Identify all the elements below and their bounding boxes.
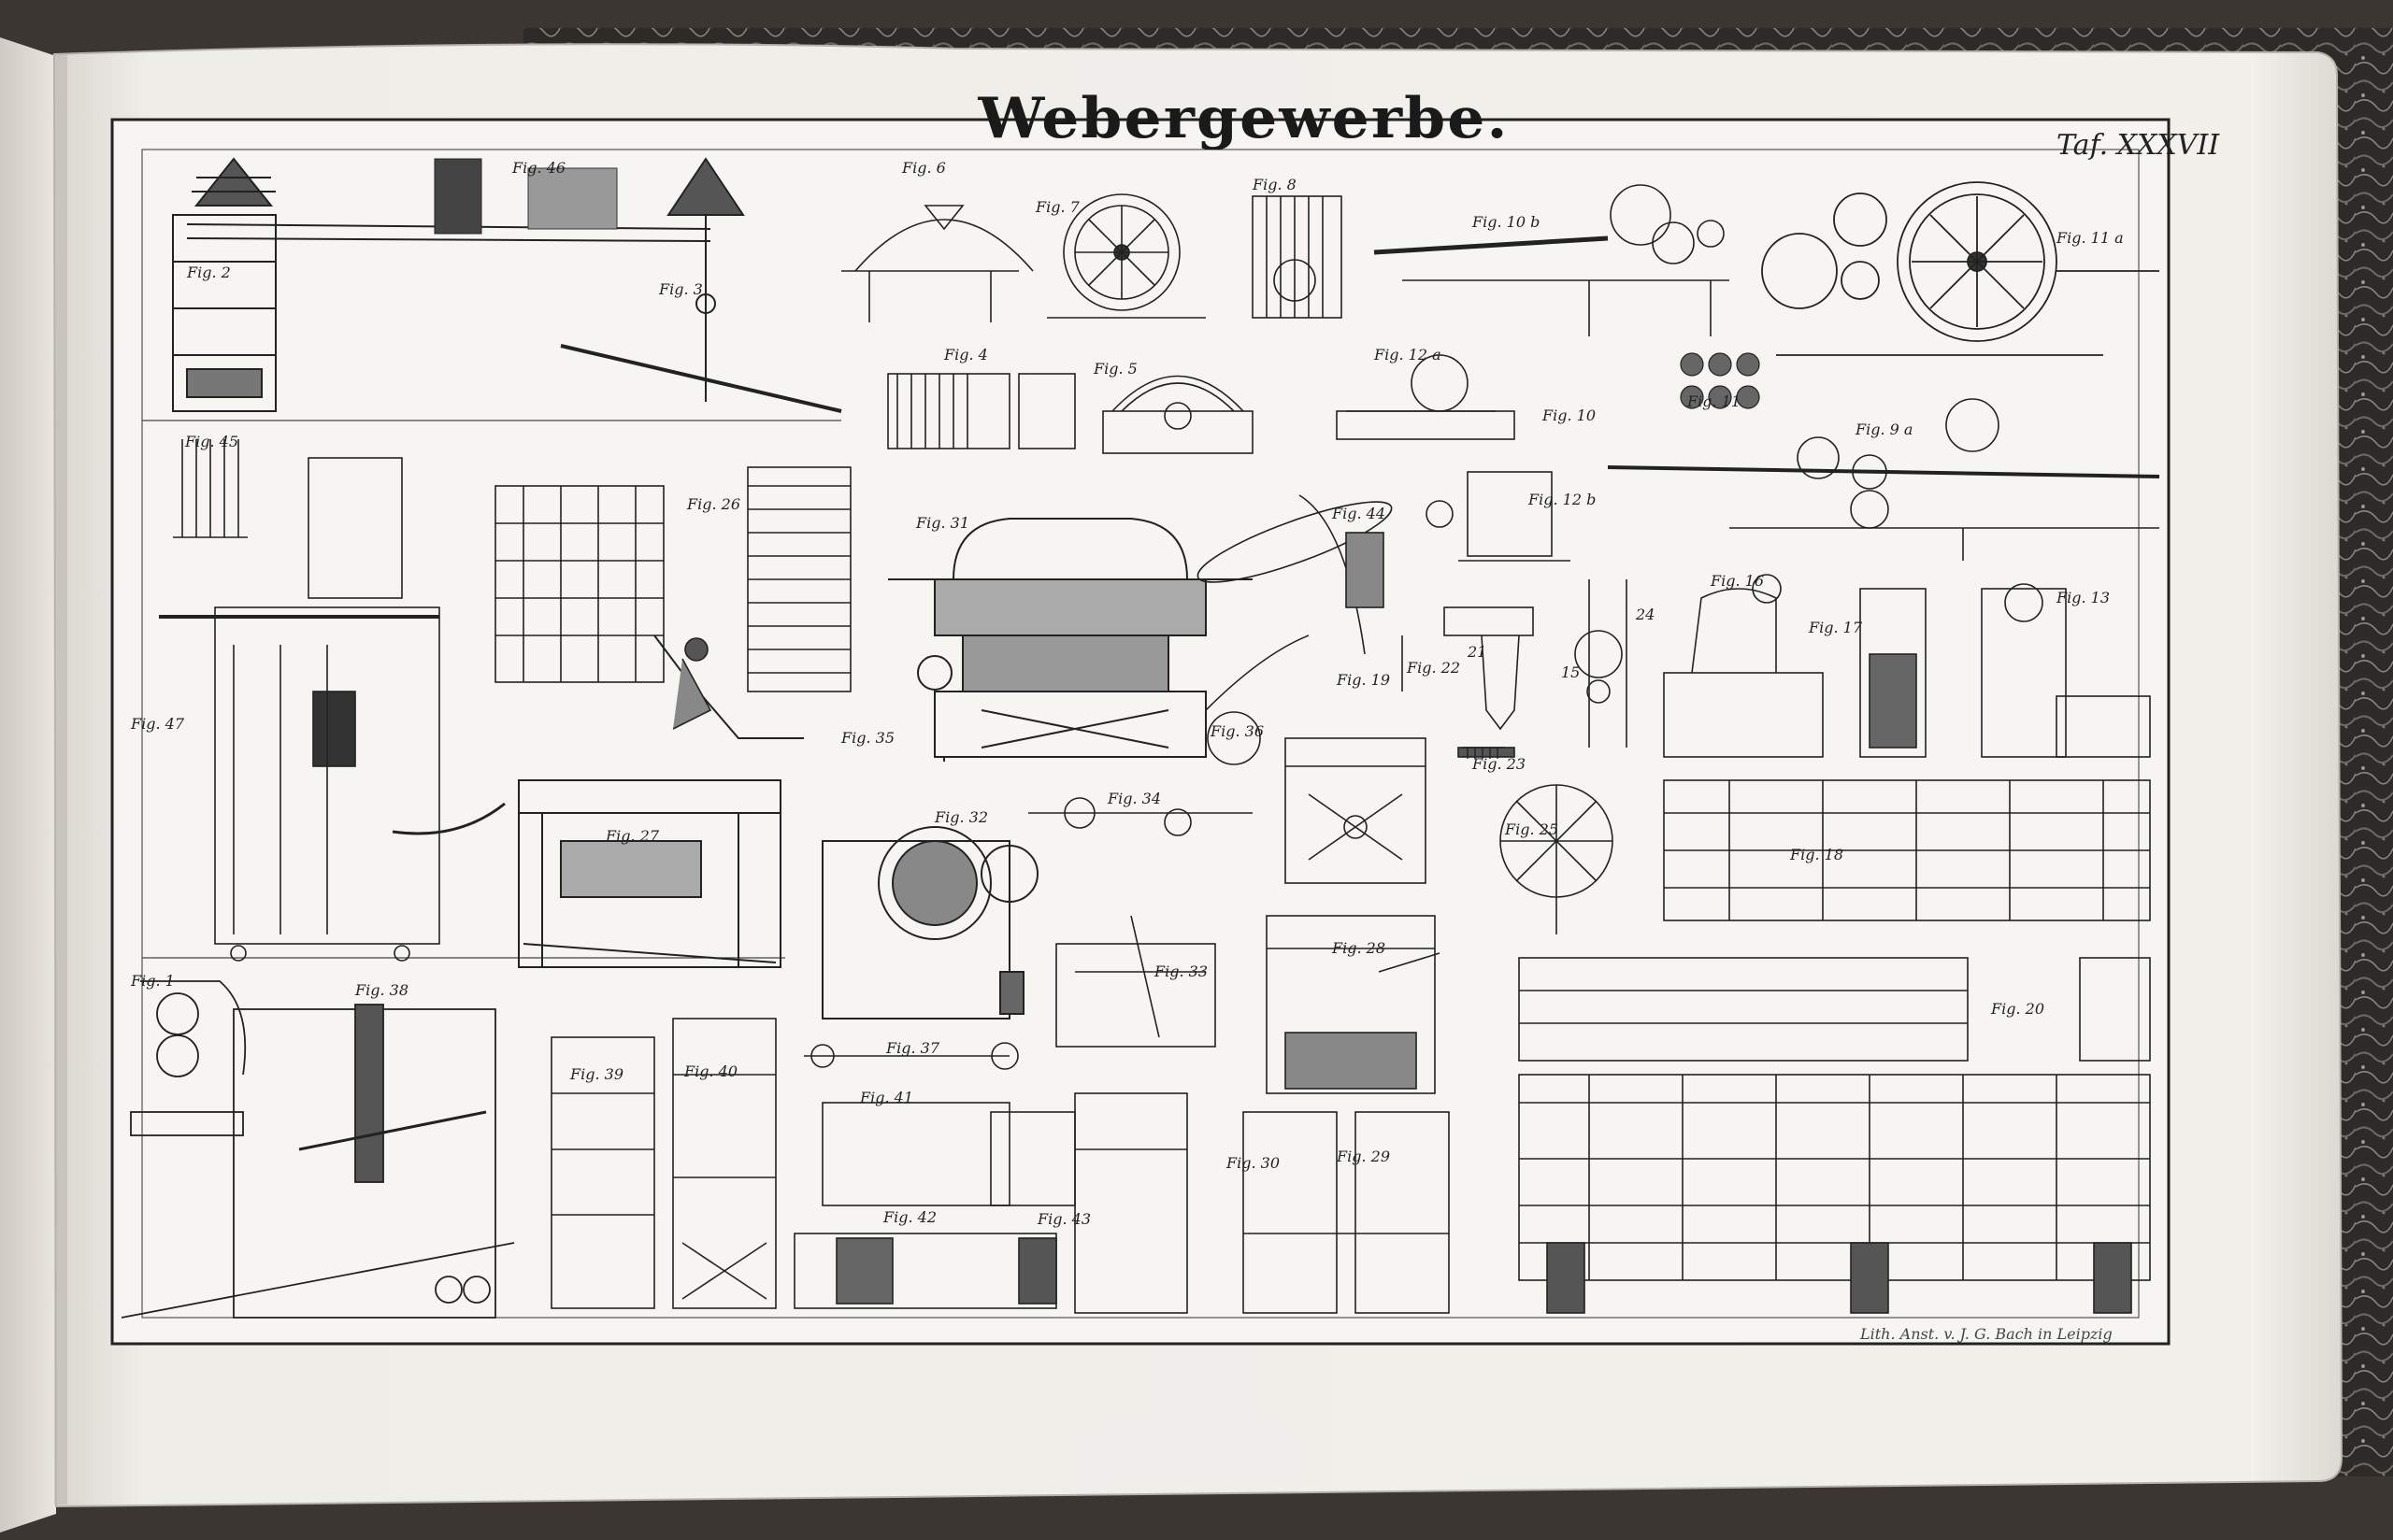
fig-39-label: Fig. 39 xyxy=(570,1065,623,1083)
fig-10-label: Fig. 10 xyxy=(1542,406,1596,424)
fig-42-label: Fig. 42 xyxy=(883,1208,937,1226)
fig-23-label: Fig. 23 xyxy=(1472,755,1526,773)
fig-8-label: Fig. 8 xyxy=(1253,176,1297,193)
fig-29-label: Fig. 29 xyxy=(1337,1148,1390,1165)
fig-8-frame xyxy=(1252,195,1342,319)
fig-38-label: Fig. 38 xyxy=(355,981,408,999)
fig-6-hopper xyxy=(841,205,1034,322)
fig-45-frame xyxy=(173,439,248,538)
fig-31-loom xyxy=(888,518,1253,762)
fig-37-shaft xyxy=(804,1042,1019,1070)
fig-24-label: 24 xyxy=(1636,606,1655,623)
plate-imprint: Lith. Anst. v. J. G. Bach in Leipzig xyxy=(1860,1325,2113,1343)
fig-28-label: Fig. 28 xyxy=(1332,939,1385,957)
fig-25-reel xyxy=(1499,784,1613,934)
fig-15-label: 15 xyxy=(1561,663,1581,681)
fig-39-40-looms xyxy=(551,1018,777,1309)
fig-41-label: Fig. 41 xyxy=(860,1089,913,1106)
fig-13-label: Fig. 13 xyxy=(2056,589,2110,606)
fig-33-loom xyxy=(1055,915,1216,1048)
fig-16-label: Fig. 16 xyxy=(1711,572,1764,590)
fig-2-label: Fig. 2 xyxy=(187,264,231,281)
fig-9a-label: Fig. 9 a xyxy=(1856,421,1913,438)
fig-34-shaft xyxy=(1028,797,1253,836)
fig-46-label: Fig. 46 xyxy=(512,159,566,177)
fig-36-label: Fig. 36 xyxy=(1211,722,1264,740)
fig-33-label: Fig. 33 xyxy=(1154,962,1208,980)
fig-47-label: Fig. 47 xyxy=(131,715,184,733)
fig-1-label: Fig. 1 xyxy=(131,972,175,990)
fig-5-drum xyxy=(1102,375,1254,454)
fig-10b-label: Fig. 10 b xyxy=(1472,213,1540,231)
fig-18-label: Fig. 18 xyxy=(1790,846,1843,863)
fig-10-11-rollers xyxy=(1680,352,1760,409)
fig-31-label: Fig. 31 xyxy=(916,514,969,532)
fig-7-label: Fig. 7 xyxy=(1036,198,1080,216)
fig-45-label: Fig. 45 xyxy=(185,433,238,450)
fig-47-loom xyxy=(159,457,506,962)
fig-11-label: Fig. 11 xyxy=(1687,392,1741,410)
fig-3-tower xyxy=(560,157,842,413)
plate-frame xyxy=(110,118,2171,1346)
fig-19-label: Fig. 19 xyxy=(1337,671,1390,689)
fig-44-label: Fig. 44 xyxy=(1332,505,1385,522)
fig-21-label: 21 xyxy=(1468,643,1487,661)
gutter-shadow xyxy=(54,54,67,1504)
fig-23-comb xyxy=(1463,747,1505,759)
fig-12b-machine xyxy=(1426,471,1570,562)
plate-inner-frame xyxy=(141,149,2140,1319)
fig-11a-label: Fig. 11 a xyxy=(2056,229,2124,247)
fig-37-label: Fig. 37 xyxy=(886,1039,939,1057)
fig-30-29-looms xyxy=(1074,1092,1450,1314)
fig-12a-label: Fig. 12 a xyxy=(1374,346,1441,364)
fig-24-15-parts xyxy=(1574,579,1627,748)
fig-10b-machine xyxy=(1373,184,1729,336)
fig-1-rollers xyxy=(130,980,247,1136)
fig-20-label: Fig. 20 xyxy=(1991,1000,2044,1018)
fig-4-label: Fig. 4 xyxy=(944,346,988,364)
fig-6-label: Fig. 6 xyxy=(902,159,946,177)
fig-25-label: Fig. 25 xyxy=(1505,820,1558,838)
fig-3-label: Fig. 3 xyxy=(659,280,703,298)
fig-19-machine xyxy=(1284,737,1426,884)
fig-17-label: Fig. 17 xyxy=(1809,619,1862,636)
fig-34-label: Fig. 34 xyxy=(1108,790,1161,807)
fig-18-machine xyxy=(1663,779,2151,921)
fig-32-machine xyxy=(822,826,1039,1020)
fig-26-label: Fig. 26 xyxy=(687,495,740,513)
fig-38-loom xyxy=(121,1004,515,1319)
fig-30-label: Fig. 30 xyxy=(1226,1154,1280,1172)
fig-46-swatch xyxy=(434,158,618,235)
fig-5-label: Fig. 5 xyxy=(1094,360,1138,378)
fig-32-label: Fig. 32 xyxy=(935,808,988,826)
fig-27-label: Fig. 27 xyxy=(606,827,659,845)
plate-title: Webergewerbe. xyxy=(978,86,1510,151)
fig-36-shuttle xyxy=(1205,635,1310,765)
left-page xyxy=(0,37,56,1533)
fig-9a-machine xyxy=(1607,398,2160,561)
fig-28-loom xyxy=(1266,915,1440,1094)
fig-41-43-42-parts xyxy=(794,1102,1076,1309)
fig-16-17-13-machines xyxy=(1663,574,2151,758)
fig-4-frame xyxy=(887,373,1076,449)
fig-35-label: Fig. 35 xyxy=(841,729,895,747)
fig-27-loom xyxy=(518,779,781,968)
fig-26-machine xyxy=(494,466,852,739)
fig-43-label: Fig. 43 xyxy=(1038,1210,1091,1228)
fig-12a-machine xyxy=(1336,354,1515,440)
fig-12b-label: Fig. 12 b xyxy=(1528,491,1597,508)
plate-number: Taf. XXXVII xyxy=(2056,129,2220,162)
fig-11a-machine xyxy=(1761,181,2159,356)
band-lines xyxy=(142,420,841,959)
fig-40-label: Fig. 40 xyxy=(684,1062,738,1080)
fig-7-wheel xyxy=(1047,193,1206,319)
fig-20-machine xyxy=(1518,957,2151,1314)
fig-44-shuttle xyxy=(1196,494,1393,655)
fig-22-label: Fig. 22 xyxy=(1407,659,1460,677)
